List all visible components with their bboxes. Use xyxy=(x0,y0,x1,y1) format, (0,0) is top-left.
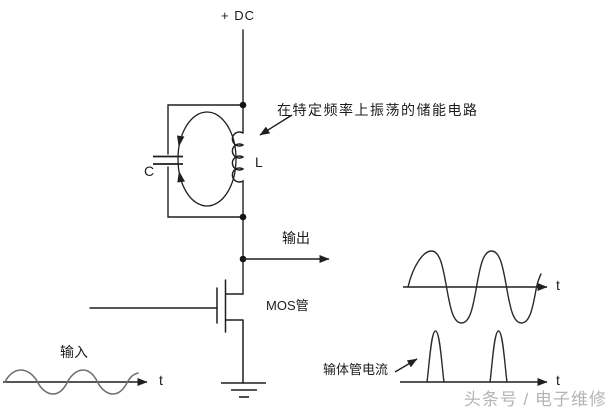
input-time-axis-label: t xyxy=(159,372,163,388)
mosfet-source-lead xyxy=(224,319,244,384)
annotation-arrow xyxy=(259,114,293,136)
pulse-current-label: 输体管电流 xyxy=(323,362,389,377)
inductor-label: L xyxy=(255,154,263,170)
input-label: 输入 xyxy=(60,344,88,360)
output-label: 输出 xyxy=(282,230,310,246)
tank-left-branch xyxy=(167,104,244,218)
circulation-arrowhead-down xyxy=(177,135,185,147)
mosfet-label: MOS管 xyxy=(266,298,309,313)
tank-annotation-label: 在特定频率上振荡的储能电路 xyxy=(277,102,479,118)
ground-symbol xyxy=(221,382,266,398)
watermark-text: 头条号 / 电子维修 xyxy=(463,390,607,409)
input-sine-wave xyxy=(4,369,139,395)
pulse-waveform xyxy=(426,330,508,383)
tank-circuit-wires xyxy=(167,29,245,295)
pulse-label-arrow xyxy=(394,358,418,373)
capacitor-label: C xyxy=(144,163,155,179)
pulse-time-axis-label: t xyxy=(556,372,560,388)
dc-supply-label: + DC xyxy=(221,8,255,23)
circulation-arrowhead-up xyxy=(177,171,185,183)
circulating-current-arrow xyxy=(177,111,237,207)
output-time-axis-label: t xyxy=(556,277,560,293)
mosfet-symbol xyxy=(89,279,244,384)
output-sine-wave xyxy=(407,250,542,324)
